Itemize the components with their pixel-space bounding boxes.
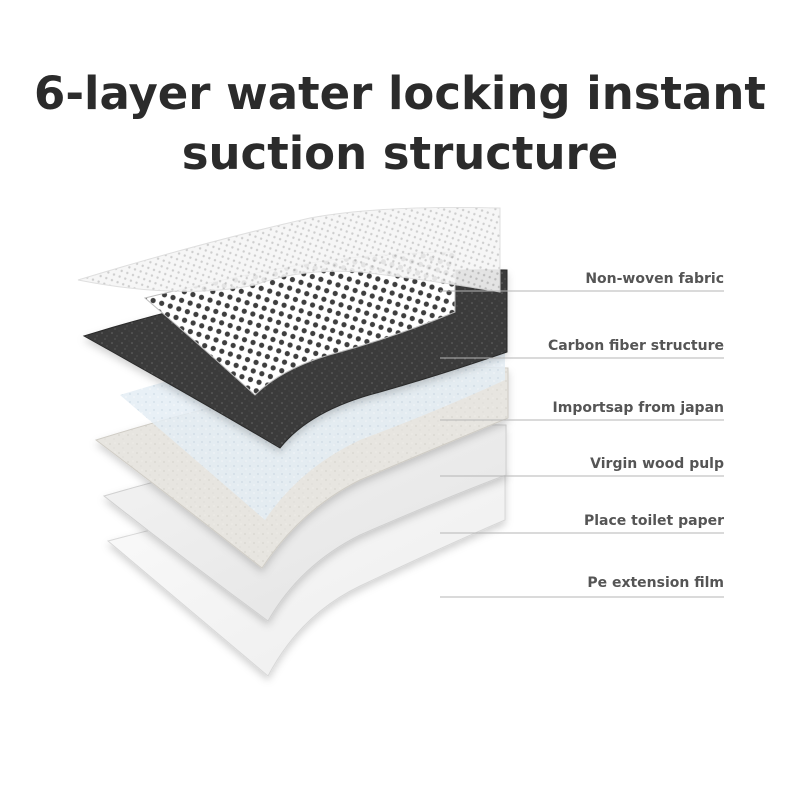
layer-label-toilet-paper: Place toilet paper [583, 513, 724, 529]
layer-non-woven [77, 206, 501, 293]
layer-label-sap: Importsap from japan [552, 400, 724, 416]
page-title: 6-layer water locking instant suction st… [0, 64, 800, 184]
title-line-1: 6-layer water locking instant [34, 67, 766, 120]
title-line-2: suction structure [181, 127, 619, 180]
layer-label-non-woven: Non-woven fabric [585, 271, 724, 287]
layer-label-carbon-fiber: Carbon fiber structure [547, 338, 724, 354]
layer-label-wood-pulp: Virgin wood pulp [590, 456, 724, 472]
layer-label-pe-film: Pe extension film [587, 575, 724, 591]
